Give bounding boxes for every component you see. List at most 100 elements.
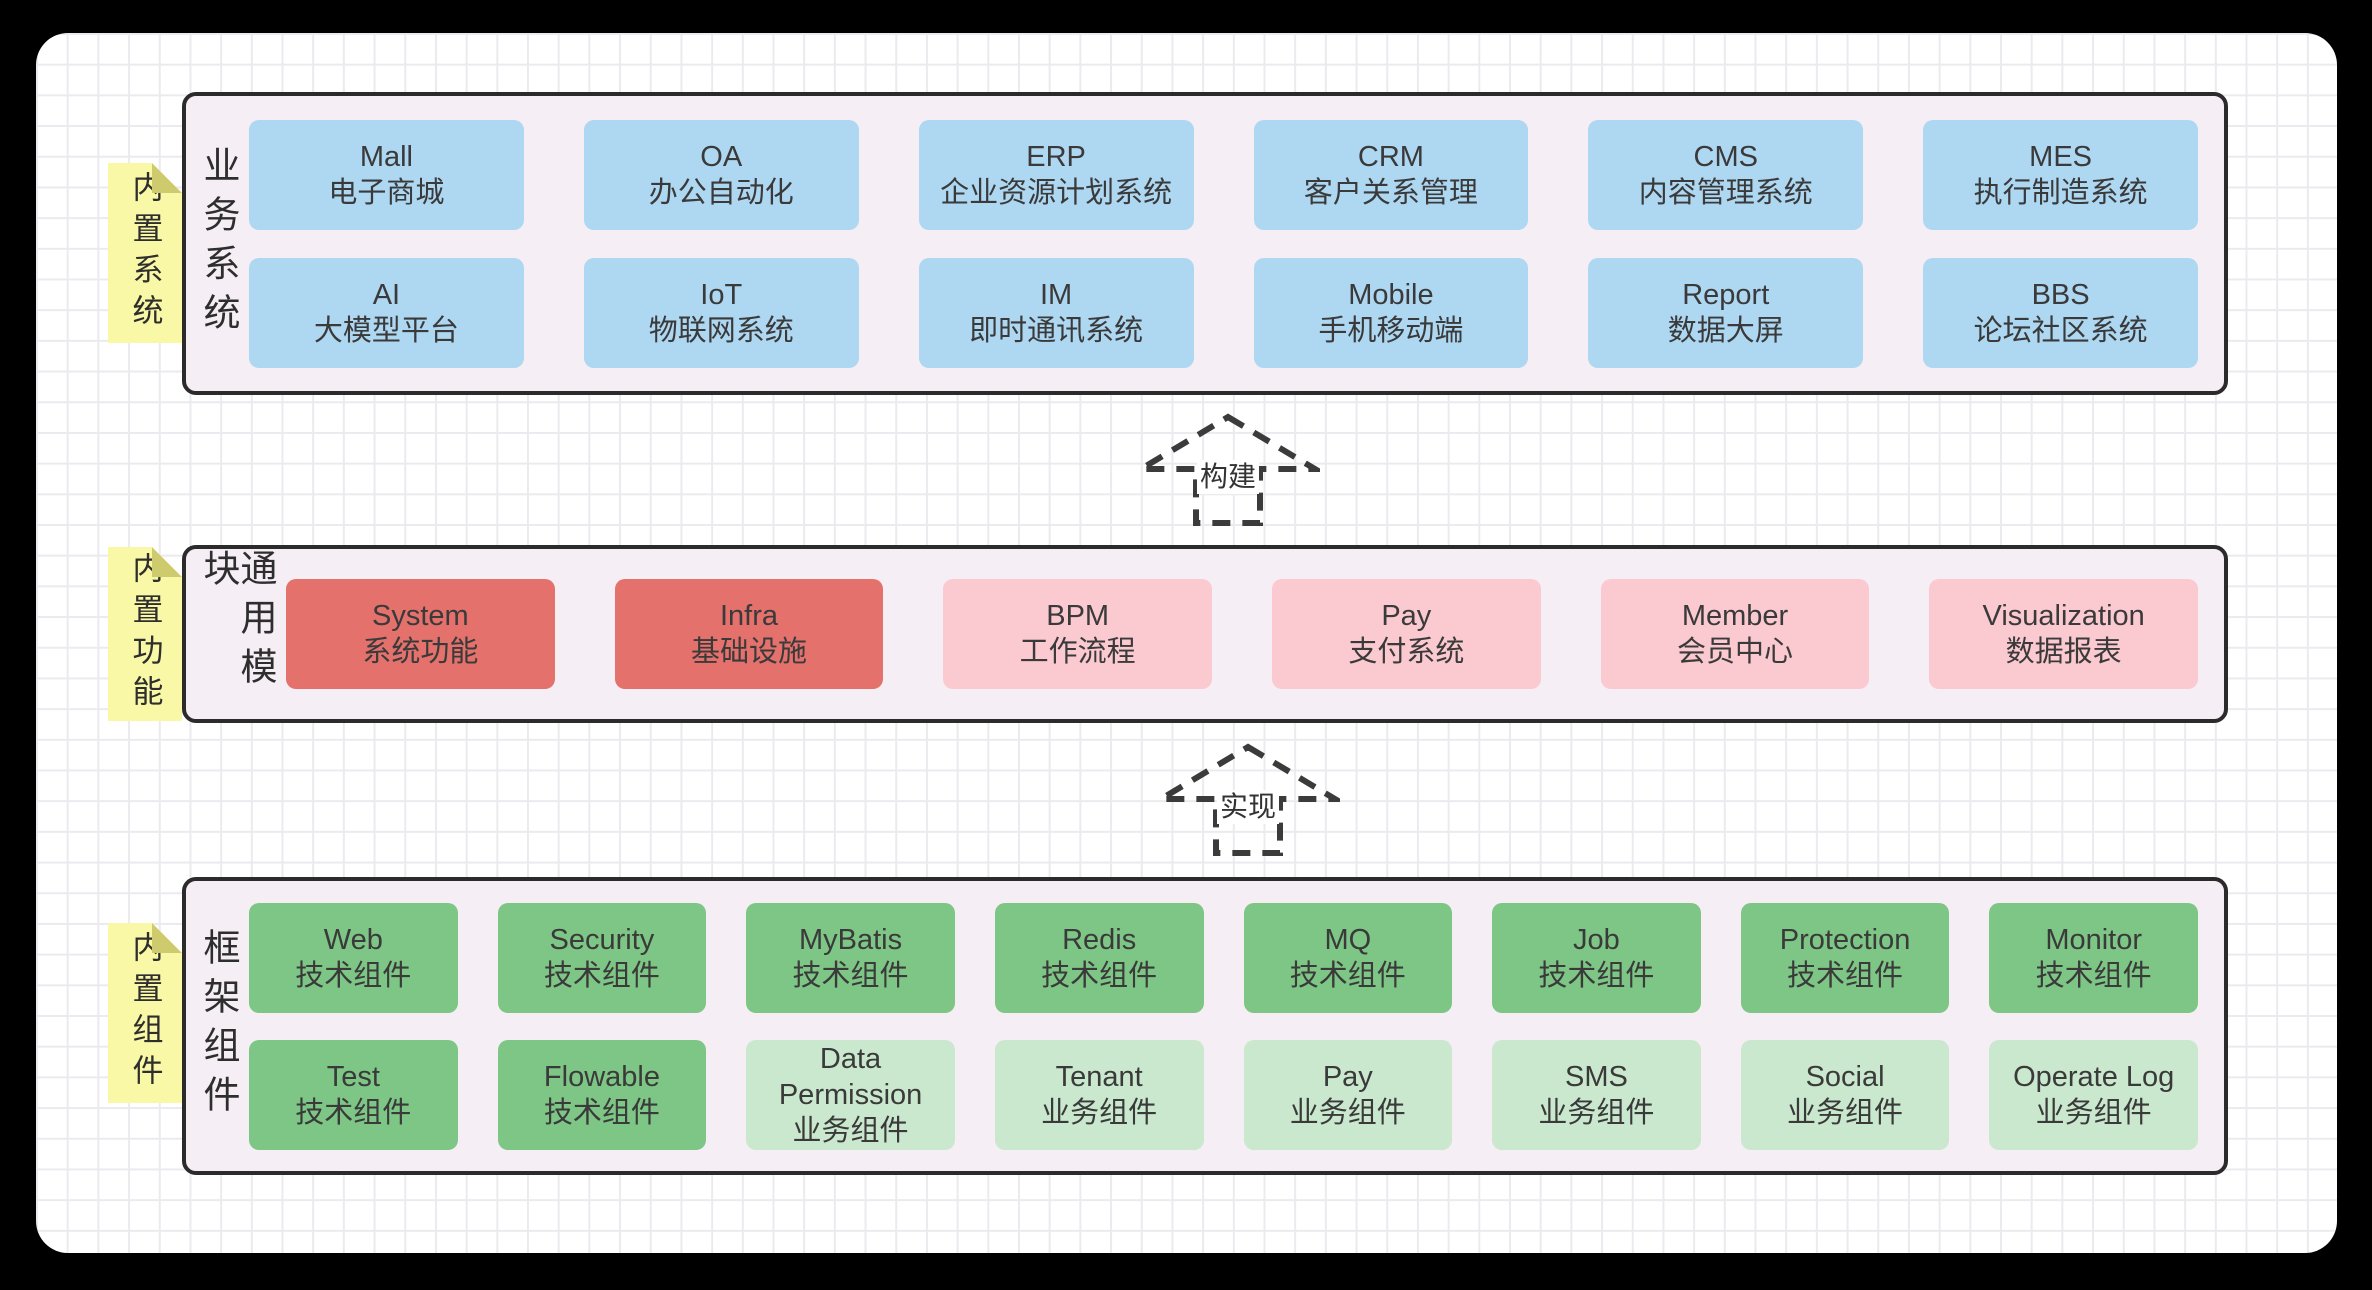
node-box: ERP 企业资源计划系统 [918,119,1194,230]
node-box: Web 技术组件 [249,902,458,1013]
node-title-en: AI [372,278,401,311]
node-subtitle-zh: 即时通讯系统 [969,314,1144,347]
node-subtitle-zh: 执行制造系统 [1973,176,2148,209]
node-box: Redis 技术组件 [994,902,1204,1013]
node-title-en: IM [1039,278,1073,311]
node-grid-common-modules: System 系统功能 Infra 基础设施 BPM 工作流程 Pay [286,579,2198,689]
node-subtitle-zh: 大模型平台 [313,314,459,347]
node-box: Operate Log 业务组件 [1989,1039,2198,1150]
sticky-note-built-in-functions: 内置功能 [108,547,182,721]
node-subtitle-zh: 业务组件 [1289,1096,1406,1129]
node-subtitle-zh: 基础设施 [690,636,807,668]
node-title-en: Pay [1381,600,1432,632]
sticky-note-text: 内置系统 [127,171,163,335]
node-title-en: Mall [359,140,413,173]
node-subtitle-zh: 业务组件 [2035,1096,2152,1129]
node-subtitle-zh: 技术组件 [1787,959,1904,992]
sticky-note-text: 内置功能 [127,552,163,716]
node-subtitle-zh: 数据报表 [2005,636,2122,668]
node-title-en: ERP [1026,140,1086,173]
sticky-fold-corner [152,547,182,577]
node-title-en: OA [700,140,743,173]
node-subtitle-zh: 技术组件 [543,1096,660,1129]
node-title-en: Monitor [2045,923,2143,956]
node-subtitle-zh: 技术组件 [2035,959,2152,992]
node-box: Mobile 手机移动端 [1253,257,1529,368]
node-box: Data Permission 业务组件 [746,1039,955,1150]
node-subtitle-zh: 办公自动化 [648,176,794,209]
node-title-en: Data Permission [778,1042,923,1111]
node-box: OA 办公自动化 [583,119,859,230]
node-box: MQ 技术组件 [1243,902,1453,1013]
node-subtitle-zh: 内容管理系统 [1638,176,1813,209]
node-box: Report 数据大屏 [1588,257,1864,368]
node-box: Monitor 技术组件 [1989,902,2198,1013]
node-subtitle-zh: 电子商城 [328,176,445,209]
node-subtitle-zh: 技术组件 [295,1096,412,1129]
arrow-implement-label: 实现 [1216,790,1280,824]
up-arrow-icon [1156,743,1340,856]
node-subtitle-zh: 手机移动端 [1318,314,1464,347]
band-label-business-systems: 业务系统 [198,145,239,342]
whiteboard-canvas: 内置系统 业务系统 Mall 电子商城 OA 办公自动化 [36,33,2337,1253]
band-common-modules: 通用模块 System 系统功能 Infra 基础设施 BPM [182,545,2228,723]
node-box: Test 技术组件 [249,1039,458,1150]
node-box: Member 会员中心 [1600,579,1870,689]
node-title-en: Security [549,923,655,956]
node-box: System 系统功能 [286,579,555,689]
node-title-en: Tenant [1055,1060,1143,1093]
node-title-en: Visualization [1982,600,2145,632]
node-box: Security 技术组件 [497,902,707,1013]
node-title-en: SMS [1565,1060,1628,1093]
node-box: CMS 内容管理系统 [1588,119,1864,230]
node-box: AI 大模型平台 [249,257,524,368]
node-subtitle-zh: 业务组件 [1787,1096,1904,1129]
sticky-note-built-in-systems: 内置系统 [108,163,182,343]
node-title-en: BBS [2031,278,2090,311]
sticky-fold-corner [152,163,182,193]
node-subtitle-zh: 业务组件 [1538,1096,1655,1129]
node-box: Tenant 业务组件 [994,1039,1204,1150]
node-title-en: Infra [719,600,778,632]
node-box: Protection 技术组件 [1740,902,1950,1013]
node-title-en: Job [1573,923,1620,956]
arrow-build-label: 构建 [1196,460,1260,494]
node-box: CRM 客户关系管理 [1253,119,1529,230]
node-box: Visualization 数据报表 [1929,579,2198,689]
node-box: Pay 支付系统 [1271,579,1541,689]
node-box: MyBatis 技术组件 [746,902,955,1013]
sticky-fold-corner [152,923,182,953]
node-subtitle-zh: 数据大屏 [1667,314,1784,347]
node-title-en: Redis [1062,923,1137,956]
node-title-en: System [371,600,469,632]
node-title-en: CRM [1357,140,1424,173]
node-title-en: MyBatis [798,923,903,956]
node-subtitle-zh: 业务组件 [1041,1096,1158,1129]
node-title-en: Operate Log [2013,1060,2175,1093]
node-subtitle-zh: 物联网系统 [648,314,794,347]
node-title-en: MES [2029,140,2092,173]
node-box: BPM 工作流程 [943,579,1212,689]
node-subtitle-zh: 技术组件 [792,959,909,992]
node-box: SMS 业务组件 [1492,1039,1701,1150]
node-grid-business-systems: Mall 电子商城 OA 办公自动化 ERP 企业资源计划系统 CRM [249,119,2198,368]
node-subtitle-zh: 技术组件 [543,959,660,992]
node-subtitle-zh: 客户关系管理 [1303,176,1478,209]
node-subtitle-zh: 论坛社区系统 [1973,314,2148,347]
node-title-en: Web [323,923,383,956]
node-box: MES 执行制造系统 [1923,119,2198,230]
band-framework-components: 框架组件 Web 技术组件 Security 技术组件 MyBatis [182,877,2228,1175]
node-subtitle-zh: 系统功能 [362,636,479,668]
node-title-en: MQ [1324,923,1372,956]
node-subtitle-zh: 企业资源计划系统 [940,176,1173,209]
node-box: IM 即时通讯系统 [918,257,1194,368]
node-subtitle-zh: 技术组件 [1538,959,1655,992]
node-box: Social 业务组件 [1740,1039,1950,1150]
band-label-common-modules: 通用模块 [198,549,276,696]
arrow-build: 构建 [1136,412,1320,528]
node-subtitle-zh: 技术组件 [1289,959,1406,992]
node-box: IoT 物联网系统 [583,257,859,368]
node-title-en: BPM [1046,600,1110,632]
band-label-framework-components: 框架组件 [198,928,239,1124]
node-box: Job 技术组件 [1492,902,1701,1013]
